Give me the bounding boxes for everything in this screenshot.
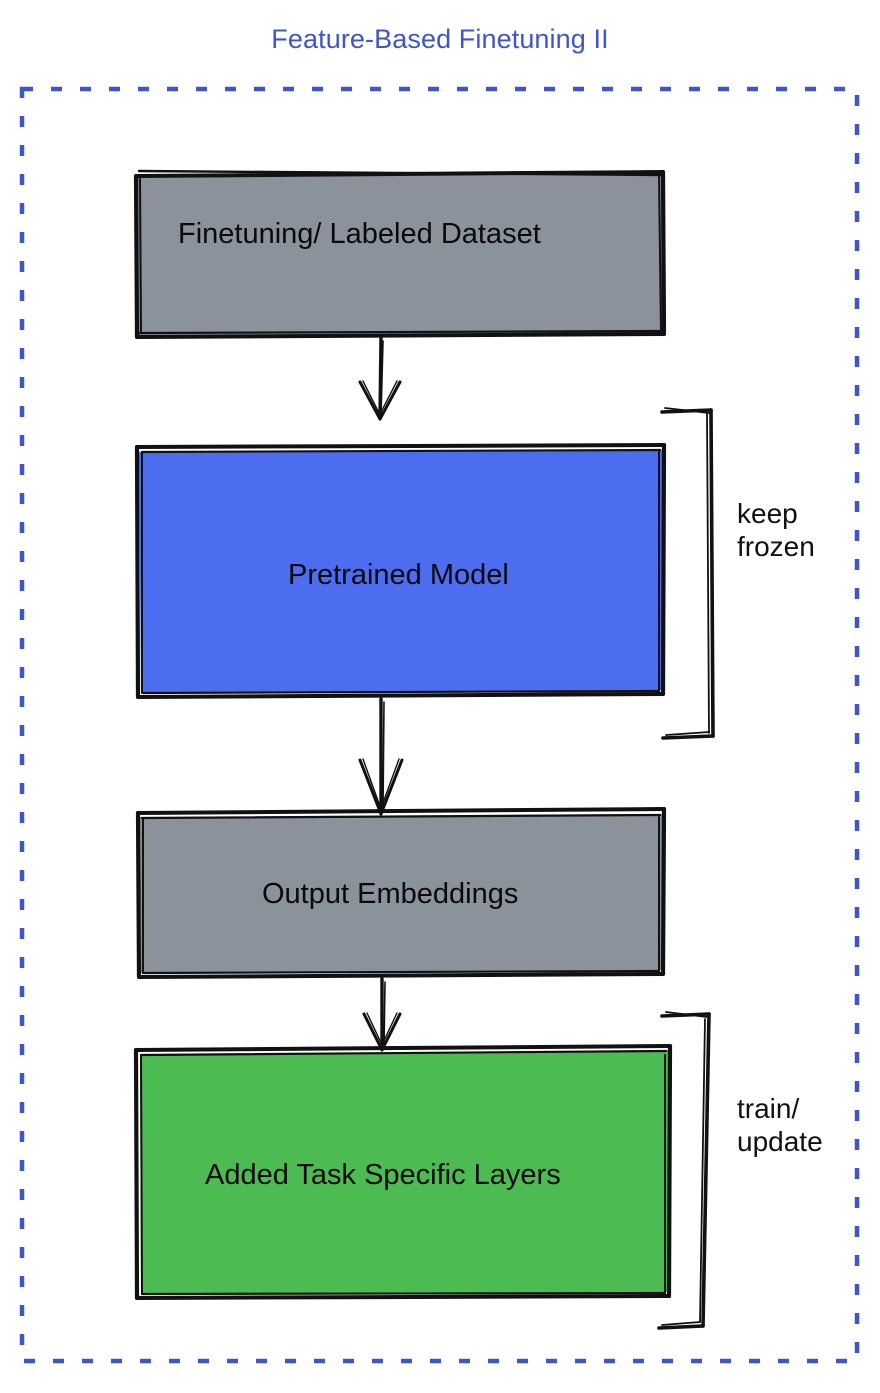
node-layers-edge-left [133,1047,140,1301]
node-label-layers: Added Task Specific Layers [205,1159,561,1191]
node-dataset-edge-top2 [137,169,663,177]
node-embeddings-edge-bottom [137,972,665,979]
node-pretrained-edge-top [135,443,666,449]
node-layers-edge-left2 [140,1055,143,1294]
node-dataset-edge-bottom2 [138,329,662,335]
dashed-outline [19,86,860,1364]
node-embeddings-edge-top2 [140,813,662,820]
annotation-keep-frozen: keep frozen [737,497,815,563]
node-dataset-edge-left2 [139,178,142,334]
node-embeddings-fill [140,814,663,973]
node-pretrained-edge-right [660,442,667,697]
node-pretrained[interactable] [134,442,667,700]
node-dataset-edge-left [133,173,140,340]
node-dataset[interactable] [133,169,667,340]
arrow-pretrained-to-embeddings [358,697,404,816]
node-pretrained-edge-left [134,444,141,700]
arrow-embeddings-to-layers [362,977,402,1052]
node-embeddings-edge-bottom2 [141,969,661,975]
node-pretrained-edge-bottom2 [141,689,661,695]
node-embeddings[interactable] [135,806,667,980]
node-embeddings-edge-left [135,810,142,980]
node-dataset-edge-right2 [658,174,662,332]
node-pretrained-edge-bottom [136,692,665,699]
node-pretrained-fill [139,450,663,693]
node-embeddings-edge-top [136,807,666,815]
node-dataset-edge-bottom [135,332,666,339]
annotation-train-update: train/ update [737,1092,823,1158]
node-layers-edge-top [134,1044,672,1052]
arrow-dataset-to-pretrained [358,336,402,421]
bracket-keep-frozen [660,407,715,740]
node-dataset-fill [136,172,664,336]
bracket-train-update [657,1011,711,1330]
node-layers-edge-bottom2 [140,1291,667,1296]
node-layers-edge-right [666,1043,673,1299]
annotation-train-update-line1: train/ [737,1093,800,1124]
node-layers-edge-bottom [135,1294,671,1300]
node-label-pretrained: Pretrained Model [288,559,509,591]
annotation-keep-frozen-line1: keep [737,498,798,529]
node-layers-fill [140,1050,669,1295]
node-label-dataset: Finetuning/ Labeled Dataset [178,218,541,250]
node-layers[interactable] [133,1043,673,1301]
node-pretrained-edge-top2 [140,448,662,454]
node-embeddings-edge-right [660,806,667,977]
annotation-keep-frozen-line2: frozen [737,531,815,563]
node-label-embeddings: Output Embeddings [262,878,519,910]
node-dataset-edge-right [660,169,667,337]
page-title: Feature-Based Finetuning II [271,24,609,54]
node-layers-edge-top2 [139,1049,668,1057]
annotation-train-update-line2: update [737,1126,823,1158]
